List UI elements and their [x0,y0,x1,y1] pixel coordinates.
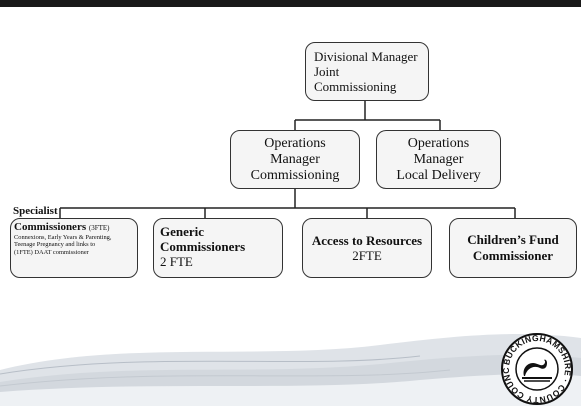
specialist-detail-1: Connexions, Early Years & Parenting, [14,234,112,241]
ops-local-line-2: Manager [413,151,464,167]
ops-commissioning-line-1: Operations [264,135,326,151]
generic-line-2: Commissioners [160,239,246,254]
footer-wave-decoration [0,334,581,406]
generic-commissioners-node: Generic Commissioners 2 FTE [153,218,283,278]
childrens-line-2: Commissioner [472,248,554,263]
ops-local-line-3: Local Delivery [396,167,481,183]
footer-wave-line-2 [0,369,451,387]
specialist-fte: (3FTE) [88,224,110,232]
access-title: Access to Resources [311,233,423,248]
specialist-title: Commissioners [14,221,87,233]
childrens-fund-commissioner-node: Children’s Fund Commissioner [449,218,577,278]
ops-local-line-1: Operations [407,135,470,151]
footer-wave-front [0,373,581,406]
divisional-line-2: Joint [314,64,340,79]
divisional-manager-node: Divisional Manager Joint Commissioning [305,42,429,101]
buckinghamshire-county-council-logo: BUCKINGHAMSHIRE · COUNTY COUNCIL · [500,332,573,405]
footer-wave-line-1 [0,355,421,375]
generic-fte: 2 FTE [160,254,193,269]
specialist-heading: Specialist [13,205,58,217]
divisional-line-1: Divisional Manager [314,49,418,64]
specialist-detail-3: (1FTE) DAAT commissioner [14,248,89,256]
access-to-resources-node: Access to Resources 2FTE [302,218,432,278]
seal-inner-ring [515,347,559,391]
ops-commissioning-line-3: Commissioning [250,167,340,183]
generic-line-1: Generic [160,224,205,239]
swan-emblem-icon [522,359,552,382]
access-fte: 2FTE [352,248,382,263]
ops-commissioning-line-2: Manager [270,151,320,167]
operations-manager-commissioning-node: Operations Manager Commissioning [230,130,360,189]
top-border-bar [0,0,581,7]
specialist-commissioners-node: Commissioners (3FTE) Connexions, Early Y… [10,218,138,278]
childrens-line-1: Children’s Fund [467,232,559,247]
operations-manager-local-delivery-node: Operations Manager Local Delivery [376,130,501,189]
specialist-detail-2: Teenage Pregnancy and links to [14,241,96,249]
divisional-line-3: Commissioning [314,79,397,94]
